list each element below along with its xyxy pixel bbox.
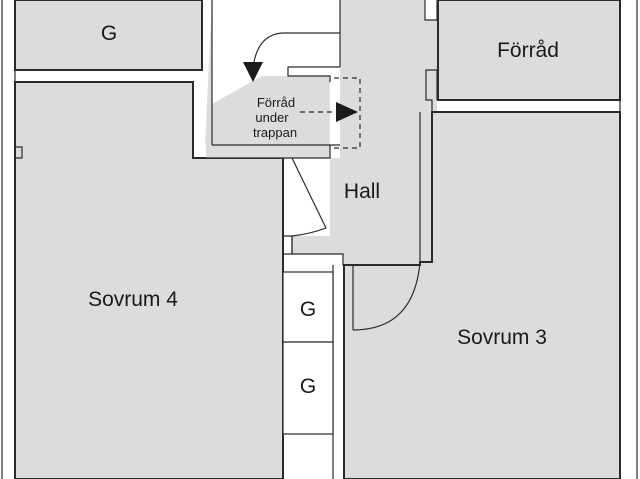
garderob-1 — [282, 271, 334, 343]
wall-forrad-under-bottom — [192, 82, 340, 159]
label-garderob-top: G — [101, 22, 117, 45]
wall-hall-bottom — [291, 236, 354, 330]
storage-door — [300, 77, 361, 149]
label-forrad-under-1: Förråd — [257, 95, 295, 110]
garderob-2 — [282, 341, 334, 435]
door-hall-sovrum4 — [291, 157, 327, 237]
room-forrad — [437, 0, 621, 101]
label-hall: Hall — [344, 180, 380, 203]
doors — [291, 157, 421, 331]
label-garderob-2: G — [300, 375, 316, 398]
stair-area — [212, 0, 340, 104]
wall-hall-right — [419, 69, 438, 263]
door-sovrum3-arc — [352, 261, 421, 331]
stair-arrow-head — [243, 62, 263, 82]
stair-arrow-curve — [252, 32, 340, 69]
storage-arrow-head — [336, 102, 358, 122]
label-forrad: Förråd — [497, 39, 559, 62]
wall-stair-step — [287, 66, 340, 82]
wall-notch-left — [15, 146, 23, 159]
label-sovrum-4: Sovrum 4 — [88, 288, 178, 311]
room-hall — [292, 0, 437, 265]
wall-hall-top-stub — [424, 0, 438, 21]
label-forrad-under-2: under — [255, 110, 289, 125]
garderober — [282, 271, 334, 435]
label-sovrum-3: Sovrum 3 — [457, 326, 547, 349]
stair-arrow — [243, 32, 340, 82]
label-garderob-1: G — [300, 298, 316, 321]
rooms — [14, 0, 621, 479]
room-garderob-top — [14, 0, 203, 71]
label-forrad-under-3: trappan — [253, 125, 297, 140]
storage-door-dashed — [334, 77, 361, 149]
room-labels: G Förråd Förråd under trappan Hall Sovru… — [88, 22, 559, 398]
